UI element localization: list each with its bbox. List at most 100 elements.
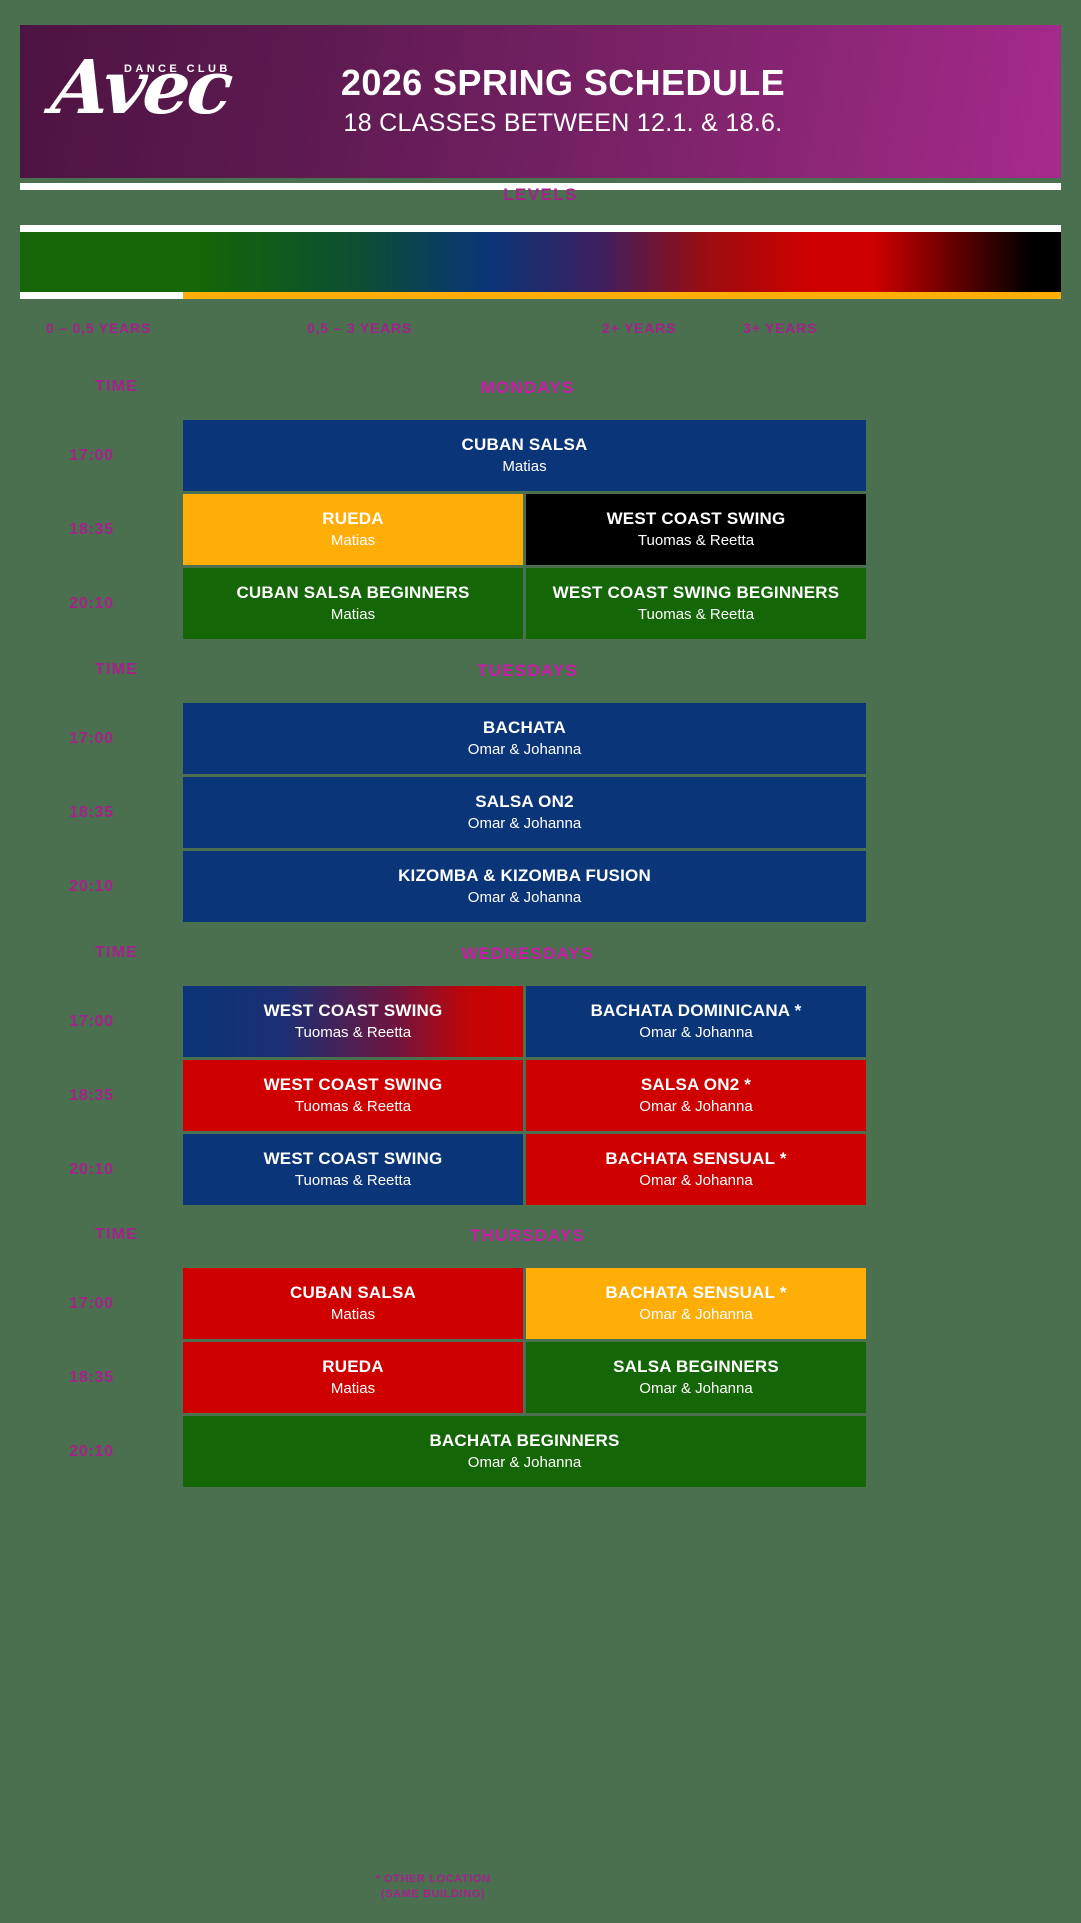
- level-label-3: 3+ YEARS: [743, 320, 818, 336]
- time-column-header: TIME: [95, 1226, 139, 1243]
- class-title: BACHATA: [483, 717, 566, 737]
- class-teacher: Omar & Johanna: [467, 815, 582, 833]
- time-label: 18:35: [69, 1368, 114, 1386]
- day-header: TIME MONDAYS: [0, 370, 1081, 412]
- class-teacher: Tuomas & Reetta: [294, 1172, 412, 1190]
- class-cell[interactable]: RUEDA Matias: [183, 1342, 523, 1413]
- class-cell[interactable]: CUBAN SALSA BEGINNERS Matias: [183, 568, 523, 639]
- footnote-line-2: (SAME BUILDING): [380, 1888, 486, 1901]
- class-cell[interactable]: BACHATA SENSUAL *Omar & Johanna: [526, 1268, 866, 1339]
- class-teacher: Tuomas & Reetta: [637, 532, 755, 550]
- level-label-2: 2+ YEARS: [602, 320, 677, 336]
- page-header: Avec DANCE CLUB 2026 SPRING SCHEDULE 18 …: [20, 25, 1061, 178]
- day-name-3: THURSDAYS: [469, 1226, 586, 1245]
- class-cell[interactable]: CUBAN SALSA Matias: [183, 420, 866, 491]
- time-cell: 18:35: [0, 777, 183, 848]
- footnote: * OTHER LOCATION (SAME BUILDING): [0, 1872, 1081, 1903]
- schedule-row: 17:00 WEST COAST SWING Tuomas & Reetta BACH…: [0, 986, 1081, 1057]
- class-teacher: Matias: [502, 458, 547, 476]
- class-title: WEST COAST SWING: [263, 1000, 443, 1020]
- schedule-row: 20:10 CUBAN SALSA BEGINNERS Matias WEST COA…: [0, 568, 1081, 639]
- time-column-header: TIME: [95, 378, 139, 395]
- page-title: 2026 SPRING SCHEDULE: [340, 62, 786, 104]
- day-name-2: WEDNESDAYS: [461, 944, 594, 963]
- class-title: BACHATA BEGINNERS: [429, 1430, 620, 1450]
- class-cell[interactable]: BACHATA Omar & Johanna: [183, 703, 866, 774]
- class-title: CUBAN SALSA BEGINNERS: [236, 582, 470, 602]
- day-grid: 17:00 BACHATA Omar & Johanna 18:35 SALSA ON2…: [0, 703, 1081, 922]
- schedule-row: 17:00 BACHATA Omar & Johanna: [0, 703, 1081, 774]
- class-teacher: Tuomas & Reetta: [637, 606, 755, 624]
- time-label: 20:10: [69, 1442, 114, 1460]
- time-cell: 20:10: [0, 1134, 183, 1205]
- class-title: SALSA BEGINNERS: [613, 1356, 779, 1376]
- class-teacher: Matias: [330, 532, 376, 550]
- class-cell[interactable]: RUEDA Matias: [183, 494, 523, 565]
- class-title: RUEDA: [322, 508, 384, 528]
- levels-underline-advanced: [183, 292, 1061, 299]
- time-cell: 17:00: [0, 1268, 183, 1339]
- time-cell: 20:10: [0, 851, 183, 922]
- class-teacher: Matias: [330, 606, 376, 624]
- time-label: 17:00: [69, 1012, 114, 1030]
- class-cell[interactable]: SALSA ON2 *Omar & Johanna: [526, 1060, 866, 1131]
- levels-underline-beginner: [20, 292, 183, 299]
- time-cell: 18:35: [0, 494, 183, 565]
- time-cell: 18:35: [0, 1342, 183, 1413]
- class-cell[interactable]: WEST COAST SWING Tuomas & Reetta: [183, 986, 523, 1057]
- class-cell[interactable]: WEST COAST SWING Tuomas & Reetta: [183, 1060, 523, 1131]
- time-cell: 20:10: [0, 568, 183, 639]
- class-teacher: Matias: [330, 1380, 376, 1398]
- time-label: 17:00: [69, 729, 114, 747]
- time-cell: 18:35: [0, 1060, 183, 1131]
- class-title: WEST COAST SWING: [606, 508, 786, 528]
- class-title: SALSA ON2: [475, 791, 574, 811]
- header-text-group: 2026 SPRING SCHEDULE 18 CLASSES BETWEEN …: [235, 60, 1061, 143]
- class-teacher: Tuomas & Reetta: [294, 1098, 412, 1116]
- class-title: CUBAN SALSA: [461, 434, 588, 454]
- time-label: 18:35: [69, 803, 114, 821]
- page-subtitle: 18 CLASSES BETWEEN 12.1. & 18.6.: [343, 109, 783, 138]
- class-cell[interactable]: BACHATA SENSUAL *Omar & Johanna: [526, 1134, 866, 1205]
- time-column-header: TIME: [95, 944, 139, 961]
- class-teacher: Tuomas & Reetta: [294, 1024, 412, 1042]
- class-title: RUEDA: [322, 1356, 384, 1376]
- class-teacher: Omar & Johanna: [467, 741, 582, 759]
- class-title: WEST COAST SWING: [263, 1074, 443, 1094]
- day-name-0: MONDAYS: [480, 378, 575, 397]
- header-divider: [20, 183, 1061, 190]
- time-column-header: TIME: [95, 661, 139, 678]
- class-teacher: Omar & Johanna: [639, 1172, 753, 1190]
- class-cell[interactable]: BACHATA DOMINICANA *Omar & Johanna: [526, 986, 866, 1057]
- class-title: SALSA ON2 *: [640, 1074, 752, 1094]
- class-cell[interactable]: WEST COAST SWING Tuomas & Reetta: [526, 494, 866, 565]
- level-label-0: 0 – 0,5 YEARS: [46, 320, 152, 336]
- time-cell: 20:10: [0, 1416, 183, 1487]
- brand-logo: Avec DANCE CLUB: [20, 25, 235, 178]
- day-header: TIME WEDNESDAYS: [0, 936, 1081, 978]
- class-cells: CUBAN SALSA Matias: [183, 420, 866, 491]
